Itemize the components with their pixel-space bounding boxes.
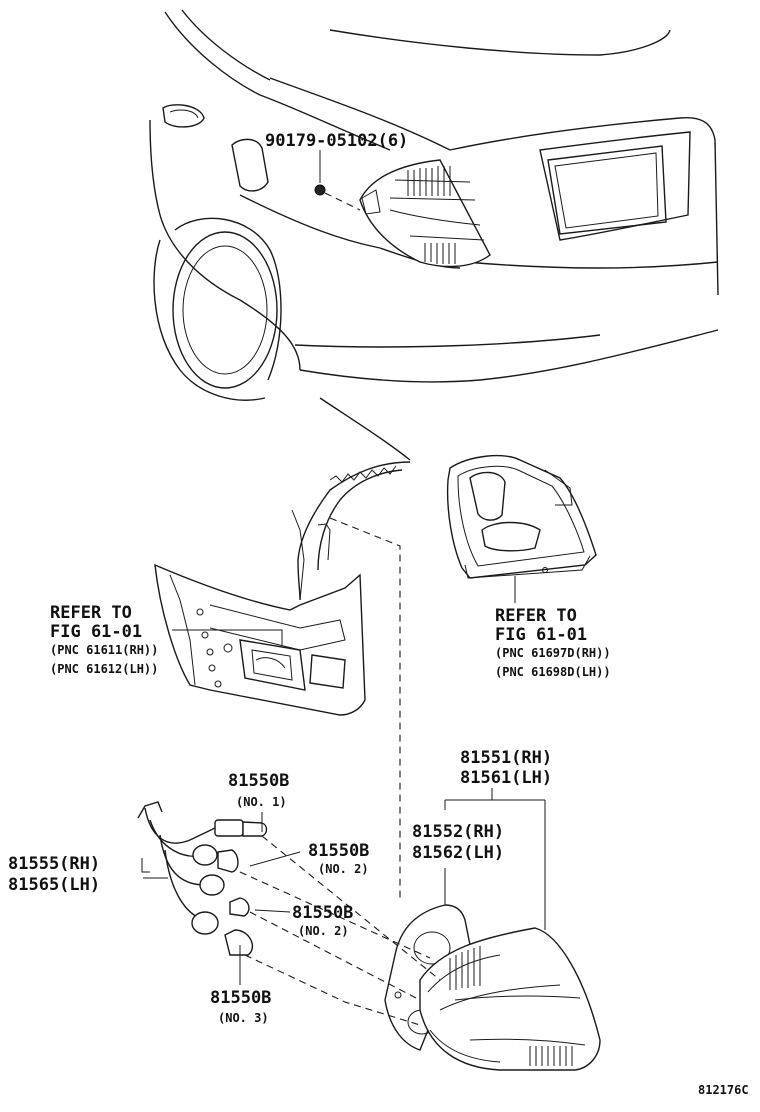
lamp-assy-lh-label: 81561(LH) xyxy=(460,768,552,788)
lamp-bracket-drawing xyxy=(446,454,597,603)
bulb-no2b-note: (NO. 2) xyxy=(298,924,349,938)
quarter-panel-drawing xyxy=(154,397,411,716)
bulb-no1-note: (NO. 1) xyxy=(236,795,287,809)
bulb-no2a-note: (NO. 2) xyxy=(318,862,369,876)
figure-code-label: 812176C xyxy=(698,1083,749,1097)
left-refer-line2: FIG 61-01 xyxy=(50,622,142,642)
left-refer-line1: REFER TO xyxy=(50,603,132,623)
vehicle-rear-body-drawing xyxy=(149,9,719,401)
tail-lamp-assembly-drawing xyxy=(384,904,601,1071)
bulb-no2b-part-label: 81550B xyxy=(292,903,353,923)
socket-and-wire-drawing xyxy=(137,801,441,1026)
right-refer-line1: REFER TO xyxy=(495,606,577,626)
bulb-no3-part-label: 81550B xyxy=(210,988,271,1008)
left-refer-line4: (PNC 61612(LH)) xyxy=(50,662,158,676)
bulb-no2a-part-label: 81550B xyxy=(308,841,369,861)
bolt-part-number-label: 90179-05102(6) xyxy=(265,131,408,151)
right-refer-line4: (PNC 61698D(LH)) xyxy=(495,665,611,679)
leader-lines xyxy=(141,150,546,985)
left-refer-line3: (PNC 61611(RH)) xyxy=(50,643,158,657)
bulb-no3-note: (NO. 3) xyxy=(218,1011,269,1025)
lamp-assy-rh-label: 81551(RH) xyxy=(460,748,552,768)
right-refer-line2: FIG 61-01 xyxy=(495,625,587,645)
socket-wire-lh-label: 81565(LH) xyxy=(8,875,100,895)
lens-housing-lh-label: 81562(LH) xyxy=(412,843,504,863)
socket-wire-rh-label: 81555(RH) xyxy=(8,854,100,874)
lens-housing-rh-label: 81552(RH) xyxy=(412,822,504,842)
bulb-no1-part-label: 81550B xyxy=(228,771,289,791)
right-refer-line3: (PNC 61697D(RH)) xyxy=(495,646,611,660)
